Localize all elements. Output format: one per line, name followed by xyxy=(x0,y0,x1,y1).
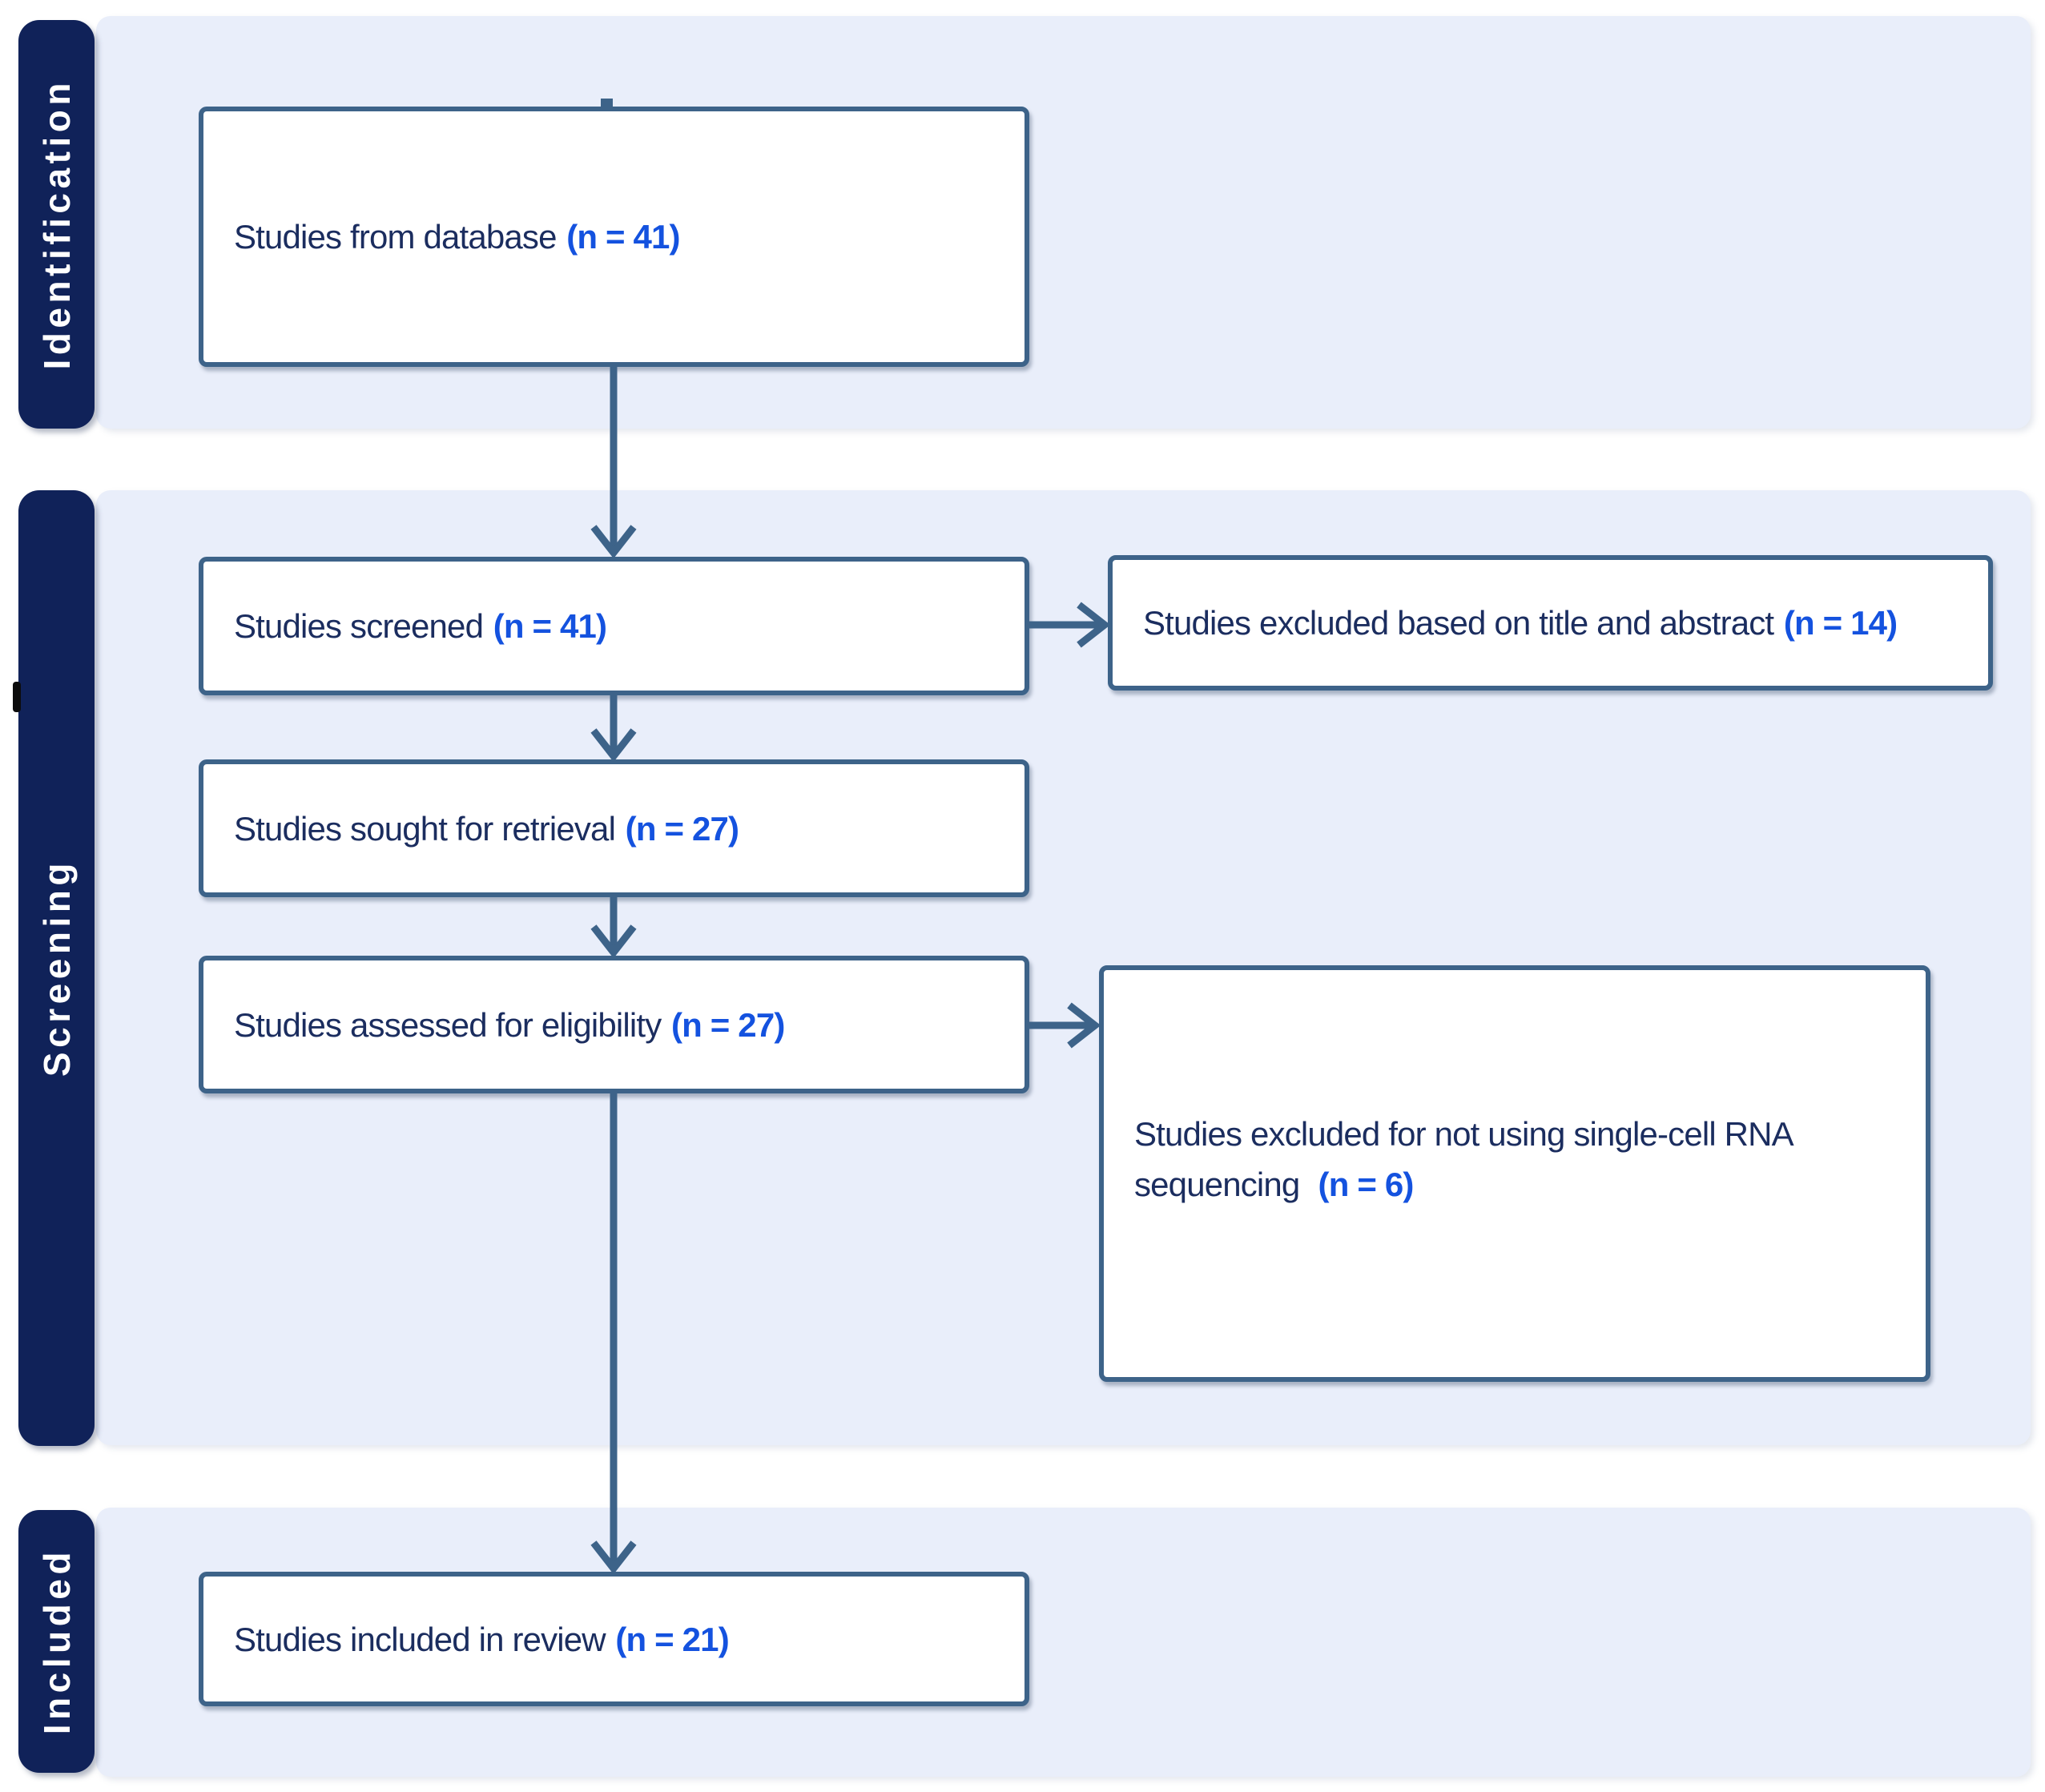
box-excluded-no-scrna-seq: Studies excluded for not using single-ce… xyxy=(1099,965,1930,1382)
box-count: (n = 27) xyxy=(671,1005,785,1044)
box-text: Studies excluded for not using single-ce… xyxy=(1104,1109,1926,1238)
box-label: Studies excluded for not using single-ce… xyxy=(1134,1115,1792,1203)
stage-label-included: Included xyxy=(18,1510,95,1773)
box-text: Studies from database(n = 41) xyxy=(203,211,711,262)
box-count: (n = 14) xyxy=(1783,604,1898,642)
box-text: Studies screened(n = 41) xyxy=(203,601,637,651)
box-label: Studies excluded based on title and abst… xyxy=(1143,604,1774,642)
box-label: Studies screened xyxy=(234,607,484,645)
box-text: Studies sought for retrieval(n = 27) xyxy=(203,803,769,854)
box-count: (n = 41) xyxy=(493,607,607,645)
box-count: (n = 21) xyxy=(615,1620,729,1658)
box-text: Studies excluded based on title and abst… xyxy=(1113,598,1927,648)
stage-label-text: Identification xyxy=(35,79,78,370)
box-label: Studies included in review xyxy=(234,1620,606,1658)
stage-label-text: Screening xyxy=(35,859,78,1077)
box-studies-from-database: Studies from database(n = 41) xyxy=(199,107,1029,367)
box-studies-assessed-eligibility: Studies assessed for eligibility(n = 27) xyxy=(199,956,1029,1093)
box-studies-included-review: Studies included in review(n = 21) xyxy=(199,1572,1029,1706)
stage-label-identification: Identification xyxy=(18,20,95,429)
box-text: Studies included in review(n = 21) xyxy=(203,1614,759,1665)
box-studies-screened: Studies screened(n = 41) xyxy=(199,557,1029,695)
box-text: Studies assessed for eligibility(n = 27) xyxy=(203,1000,815,1050)
stage-label-screening: Screening xyxy=(18,490,95,1446)
box-count: (n = 27) xyxy=(625,809,739,848)
box-studies-sought-retrieval: Studies sought for retrieval(n = 27) xyxy=(199,759,1029,897)
box-label: Studies assessed for eligibility xyxy=(234,1005,662,1044)
box-excluded-title-abstract: Studies excluded based on title and abst… xyxy=(1108,555,1993,691)
stage-label-text: Included xyxy=(35,1548,78,1735)
box-label: Studies from database xyxy=(234,218,557,256)
box-label: Studies sought for retrieval xyxy=(234,809,616,848)
box-count: (n = 41) xyxy=(566,218,680,256)
box-count: (n = 6) xyxy=(1318,1166,1415,1203)
